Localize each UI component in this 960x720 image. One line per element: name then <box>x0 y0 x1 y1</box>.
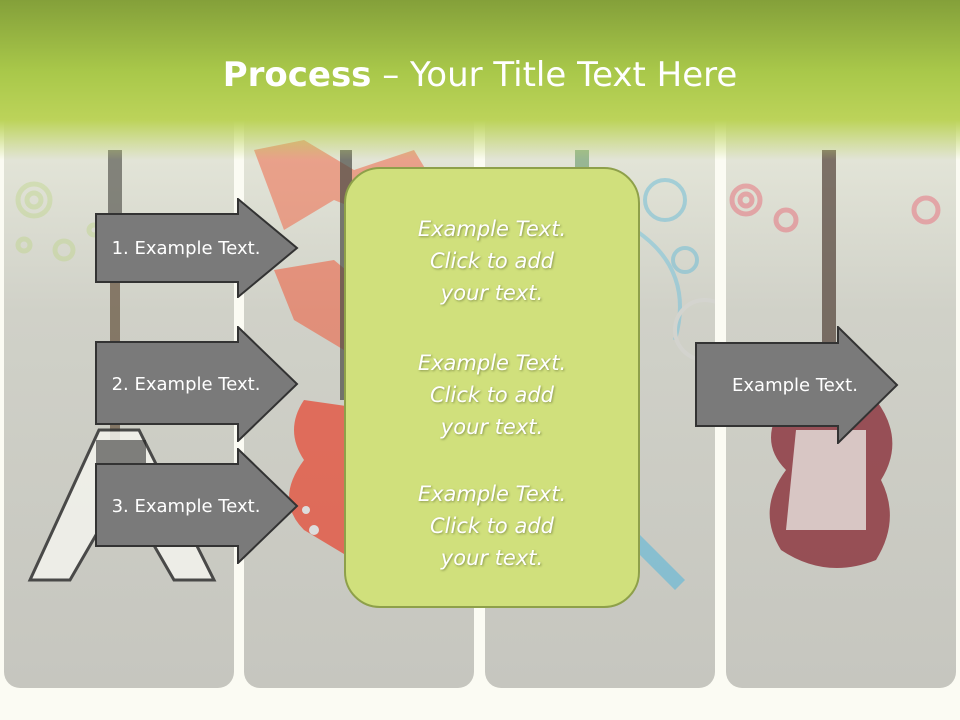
center-text-3[interactable]: Example Text. Click to add your text. <box>417 482 567 570</box>
center-text-2[interactable]: Example Text. Click to add your text. <box>417 351 567 439</box>
title-rest: – Your Title Text Here <box>371 55 738 95</box>
guitar-image-4 <box>729 150 941 568</box>
center-text-1[interactable]: Example Text. Click to add your text. <box>417 217 567 305</box>
title-bar: Process – Your Title Text Here <box>0 0 960 160</box>
title-bold: Process <box>222 55 372 95</box>
right-arrow-icon <box>695 326 899 444</box>
step-arrow-1[interactable]: 1. Example Text. <box>95 198 299 298</box>
step-label-3: 3. Example Text. <box>111 495 261 517</box>
right-arrow-icon <box>95 198 299 298</box>
right-arrow-icon <box>95 326 299 442</box>
step-arrow-3[interactable]: 3. Example Text. <box>95 448 299 564</box>
center-text-box[interactable]: Example Text. Click to add your text. Ex… <box>344 167 640 608</box>
step-label-1: 1. Example Text. <box>111 237 261 259</box>
step-label-2: 2. Example Text. <box>111 373 261 395</box>
right-arrow-icon <box>95 448 299 564</box>
result-arrow[interactable]: Example Text. <box>695 326 899 444</box>
step-arrow-2[interactable]: 2. Example Text. <box>95 326 299 442</box>
result-label: Example Text. <box>732 374 858 396</box>
slide-title[interactable]: Process – Your Title Text Here <box>0 52 960 98</box>
